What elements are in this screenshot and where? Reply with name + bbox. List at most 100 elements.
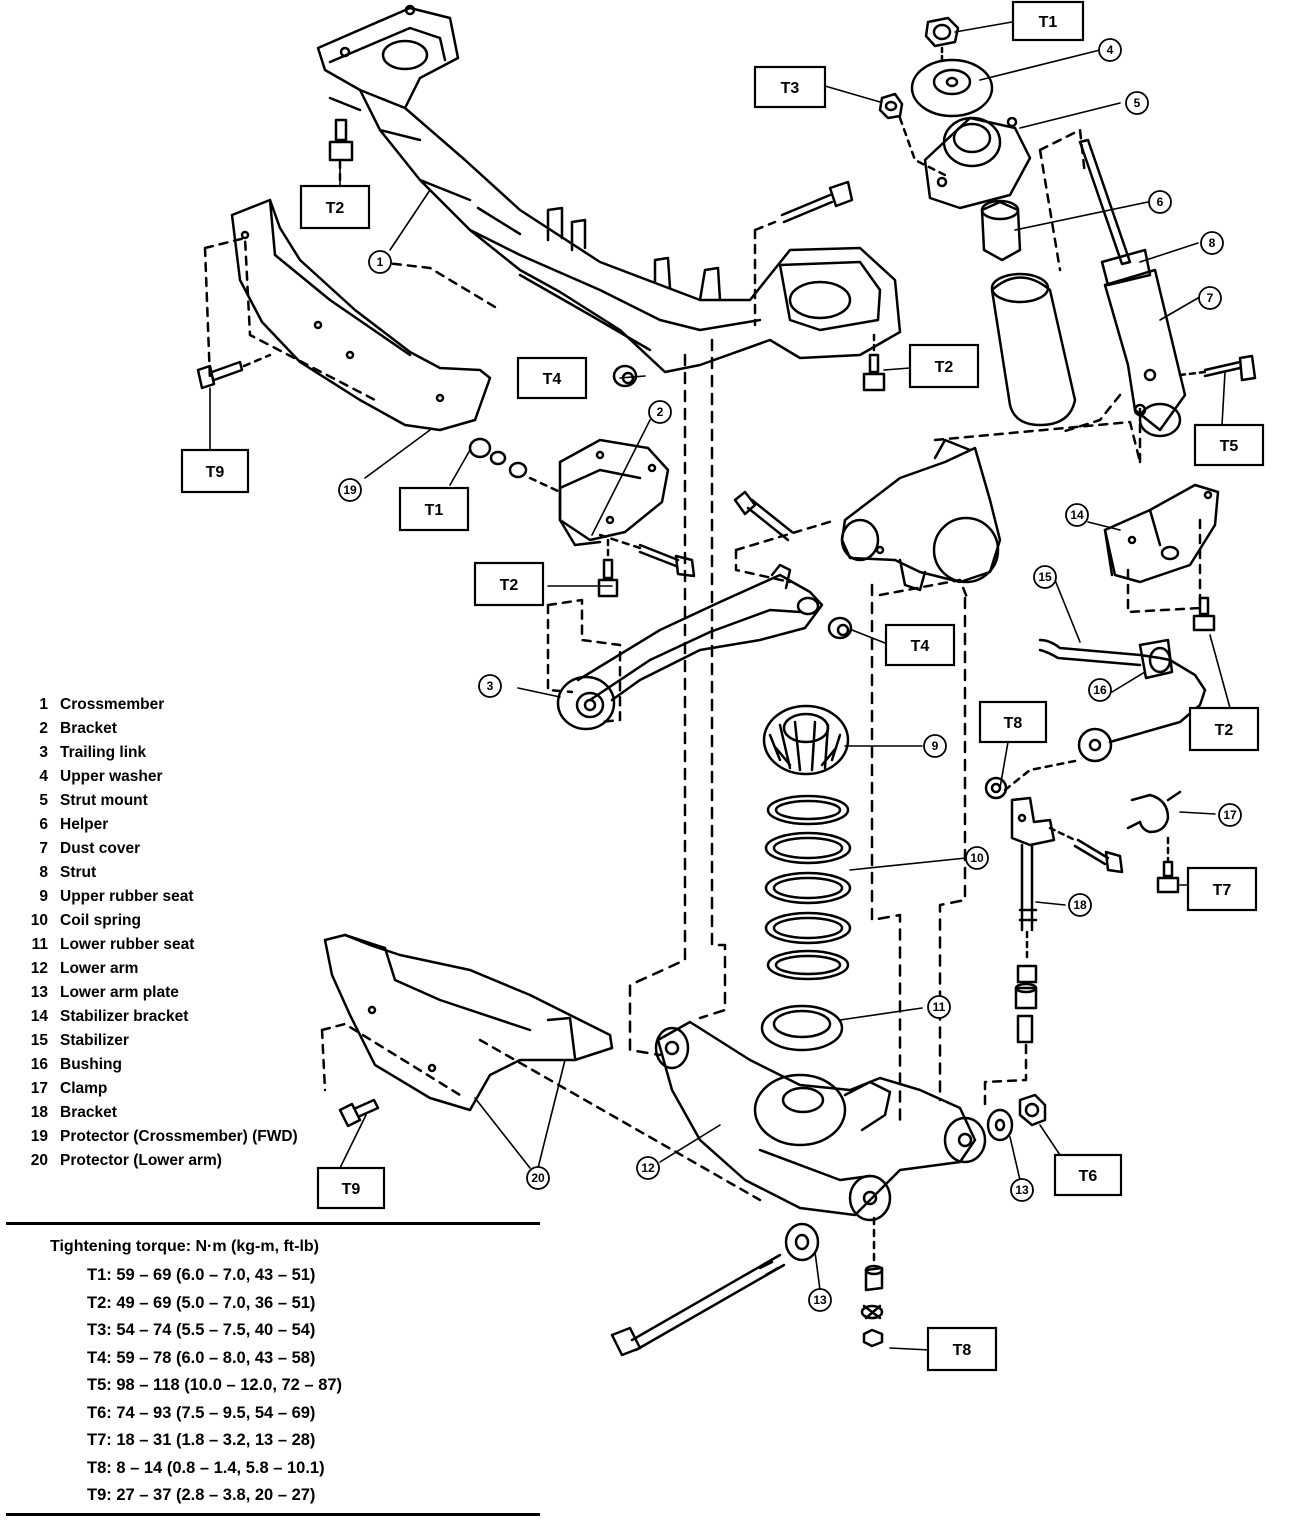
torque-row: T3: 54 – 74 (5.5 – 7.5, 40 – 54)	[87, 1321, 316, 1339]
bolt-part	[1203, 354, 1257, 382]
divider-top	[6, 1222, 540, 1225]
torque-tag-t2-bracket-label: T2	[500, 577, 519, 594]
nut-part	[612, 364, 638, 388]
torque-tag-t2-left-label: T2	[326, 200, 345, 217]
torque-tag-t2-mid	[908, 343, 980, 389]
lower-arm-plate-part	[784, 1222, 820, 1262]
callout-5: 5	[1134, 96, 1141, 110]
leader-lines	[209, 21, 1231, 1351]
torque-tag-t1-mid-label: T1	[425, 502, 444, 519]
lower-rubber-seat-part	[760, 1004, 844, 1052]
torque-tag-t3-label: T3	[781, 80, 800, 97]
callout-1: 1	[377, 255, 384, 269]
bolt-part	[328, 118, 354, 162]
torque-tag-t3	[753, 65, 827, 109]
strut-mount-part	[923, 116, 1032, 210]
upper-washer-part	[910, 58, 994, 118]
knuckle-housing-part	[840, 438, 1002, 592]
trailing-link-part	[556, 563, 824, 731]
bolt-part	[733, 490, 794, 542]
torque-tag-t2-right-label: T2	[1215, 722, 1234, 739]
clamp-part	[1126, 790, 1182, 834]
bolt-part	[1192, 596, 1216, 632]
helper-part	[980, 199, 1022, 262]
torque-tag-t1-top-label: T1	[1039, 14, 1058, 31]
torque-row: T9: 27 – 37 (2.8 – 3.8, 20 – 27)	[87, 1486, 316, 1504]
torque-tag-t8-lower-label: T8	[953, 1342, 972, 1359]
upper-rubber-seat-part	[762, 704, 850, 776]
callout-3: 3	[487, 679, 494, 693]
callout-19: 19	[343, 483, 357, 497]
bushing-stack-part	[1014, 964, 1038, 1044]
bolt-part	[597, 558, 619, 598]
callout-17: 17	[1223, 808, 1237, 822]
torque-tag-t8-lower	[926, 1326, 998, 1372]
washer-part	[468, 437, 528, 479]
nut-part	[827, 616, 853, 640]
torque-tag-t4-lower-label: T4	[911, 638, 930, 655]
callout-7: 7	[1207, 291, 1214, 305]
crossmember-protector-part	[230, 198, 492, 432]
torque-tag-t7-label: T7	[1213, 882, 1232, 899]
torque-tag-t4-mid-label: T4	[543, 371, 562, 388]
torque-tag-t2-left	[299, 184, 371, 230]
bolt-part	[338, 1098, 380, 1128]
torque-tag-t4-mid	[516, 356, 588, 400]
torque-row: T7: 18 – 31 (1.8 – 3.2, 13 – 28)	[87, 1431, 316, 1449]
torque-tag-t6-label: T6	[1079, 1168, 1098, 1185]
torque-row: T1: 59 – 69 (6.0 – 7.0, 43 – 51)	[87, 1266, 316, 1284]
lower-arm-part	[654, 1020, 987, 1222]
nut-part	[924, 16, 960, 48]
callout-2: 2	[657, 405, 664, 419]
callout-15: 15	[1038, 570, 1052, 584]
callout-10: 10	[970, 851, 984, 865]
bushing-stack-part	[860, 1264, 884, 1348]
bolt-part	[780, 180, 854, 224]
torque-tag-t8-upper-label: T8	[1004, 715, 1023, 732]
stabilizer-link-bracket-part	[1010, 796, 1056, 932]
callout-11: 11	[933, 1000, 946, 1014]
torque-row: T2: 49 – 69 (5.0 – 7.0, 36 – 51)	[87, 1293, 316, 1312]
lower-arm-protector-part	[323, 933, 614, 1112]
torque-tag-t1-mid	[398, 486, 470, 532]
torque-tag-t5-label: T5	[1220, 438, 1239, 455]
callout-9: 9	[932, 739, 939, 753]
nut-part	[1018, 1093, 1047, 1127]
torque-title: Tightening torque: N·m (kg-m, ft-lb)	[50, 1238, 319, 1255]
callout-12: 12	[641, 1161, 655, 1175]
bracket-part	[558, 438, 670, 547]
torque-tag-t9-upper	[180, 448, 250, 494]
stabilizer-bracket-part	[1103, 483, 1220, 584]
callout-13-upper: 13	[1015, 1183, 1029, 1197]
lower-arm-plate-part	[986, 1108, 1014, 1142]
torque-tag-t2-bracket	[473, 561, 545, 607]
bolt-part	[862, 353, 886, 392]
torque-table: Tightening torque: N·m (kg-m, ft-lb) T1:…	[50, 1232, 530, 1510]
stabilizer-bar-part	[1038, 638, 1207, 763]
torque-tag-t7	[1186, 866, 1258, 912]
callout-18: 18	[1073, 898, 1087, 912]
divider-bottom	[6, 1513, 540, 1516]
long-bolt-part	[610, 1253, 786, 1357]
torque-tag-t2-mid-label: T2	[935, 359, 954, 376]
callout-4: 4	[1107, 43, 1114, 57]
torque-row: T5: 98 – 118 (10.0 – 12.0, 72 – 87)	[87, 1376, 343, 1394]
torque-tag-t4-lower	[884, 623, 956, 667]
coil-spring-part	[764, 794, 852, 981]
torque-tag-t1-top	[1011, 0, 1085, 42]
